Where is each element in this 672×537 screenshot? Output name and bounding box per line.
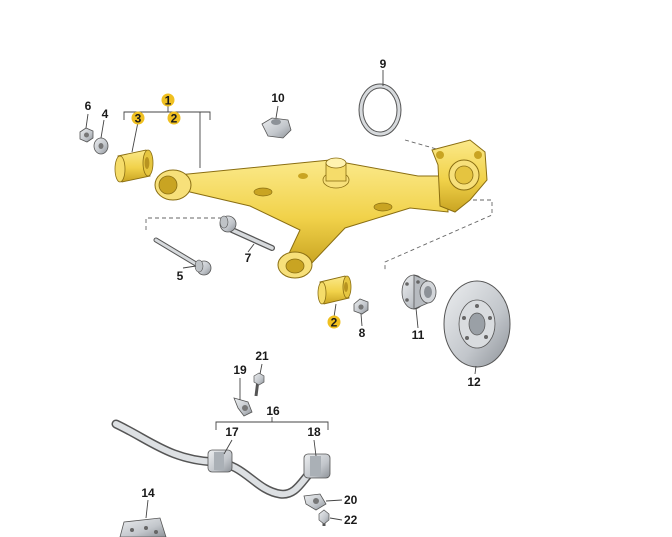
clamp-20: [303, 493, 327, 511]
callout-2-top: 2: [167, 111, 181, 126]
callout-18: 18: [307, 425, 321, 439]
callout-22: 22: [344, 513, 358, 527]
callout-12: 12: [467, 375, 481, 389]
stabilizer-bar: [111, 419, 325, 499]
leader-lines: [85, 70, 477, 521]
clamp-19: [233, 397, 253, 417]
ring-9: [358, 83, 402, 137]
nut-6: [79, 127, 94, 143]
callout-9: 9: [380, 57, 387, 71]
callout-17: 17: [225, 425, 239, 439]
callout-2-bottom: 2: [327, 315, 341, 330]
callout-5: 5: [177, 269, 184, 283]
callout-3: 3: [131, 111, 145, 126]
callout-20: 20: [344, 493, 358, 507]
svg-text:2: 2: [171, 112, 178, 126]
callout-labels: 1 3 2 2 6 4 5 7 10 9 8 11 12 21 19 16 17…: [85, 57, 481, 527]
svg-text:1: 1: [165, 94, 172, 108]
callout-7: 7: [245, 251, 252, 265]
alignment-dashed-lines: [145, 139, 493, 272]
bolt-22: [318, 509, 330, 526]
callout-19: 19: [233, 363, 247, 377]
callout-14: 14: [141, 486, 155, 500]
svg-text:3: 3: [135, 112, 142, 126]
bolt-21: [253, 372, 265, 397]
stabilizer-bushing-18: [303, 453, 331, 479]
brake-disc-12: [443, 280, 511, 368]
bushing-rear: [317, 275, 352, 305]
callout-11: 11: [412, 328, 425, 342]
nut-8: [353, 298, 369, 315]
bolt-7: [219, 215, 275, 251]
svg-text:2: 2: [331, 316, 338, 330]
callout-8: 8: [359, 326, 366, 340]
callout-21: 21: [255, 349, 269, 363]
callout-16: 16: [266, 404, 280, 418]
bracket-14: [119, 517, 167, 537]
cap-10: [261, 117, 292, 139]
stabilizer-bushing-17: [207, 449, 233, 473]
control-arm: [154, 139, 488, 279]
washer-4: [93, 137, 109, 155]
bolt-5: [153, 237, 212, 276]
callout-4: 4: [102, 107, 109, 121]
bushing-front: [114, 149, 154, 183]
callout-10: 10: [271, 91, 285, 105]
wheel-hub-11: [401, 274, 437, 310]
callout-6: 6: [85, 99, 92, 113]
callout-1: 1: [161, 93, 175, 108]
